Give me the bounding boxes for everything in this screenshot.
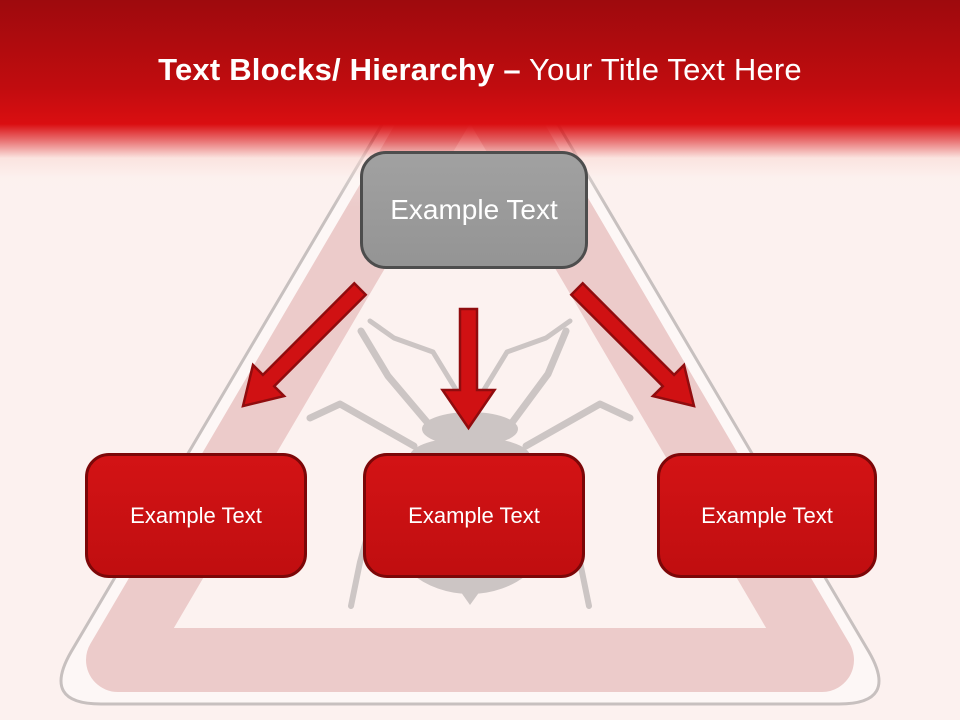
child-text-block-3[interactable]: Example Text: [657, 453, 877, 578]
child-text-block-3-label: Example Text: [701, 502, 833, 528]
slide-title[interactable]: Text Blocks/ Hierarchy – Your Title Text…: [0, 0, 960, 88]
child-text-block-1-label: Example Text: [130, 502, 262, 528]
root-text-block[interactable]: Example Text: [360, 151, 588, 269]
title-emphasis: Text Blocks/ Hierarchy –: [158, 52, 521, 87]
child-text-block-1[interactable]: Example Text: [85, 453, 307, 578]
child-text-block-2[interactable]: Example Text: [363, 453, 585, 578]
root-text-block-label: Example Text: [390, 194, 558, 225]
title-regular: Your Title Text Here: [529, 52, 802, 87]
child-text-block-2-label: Example Text: [408, 502, 540, 528]
